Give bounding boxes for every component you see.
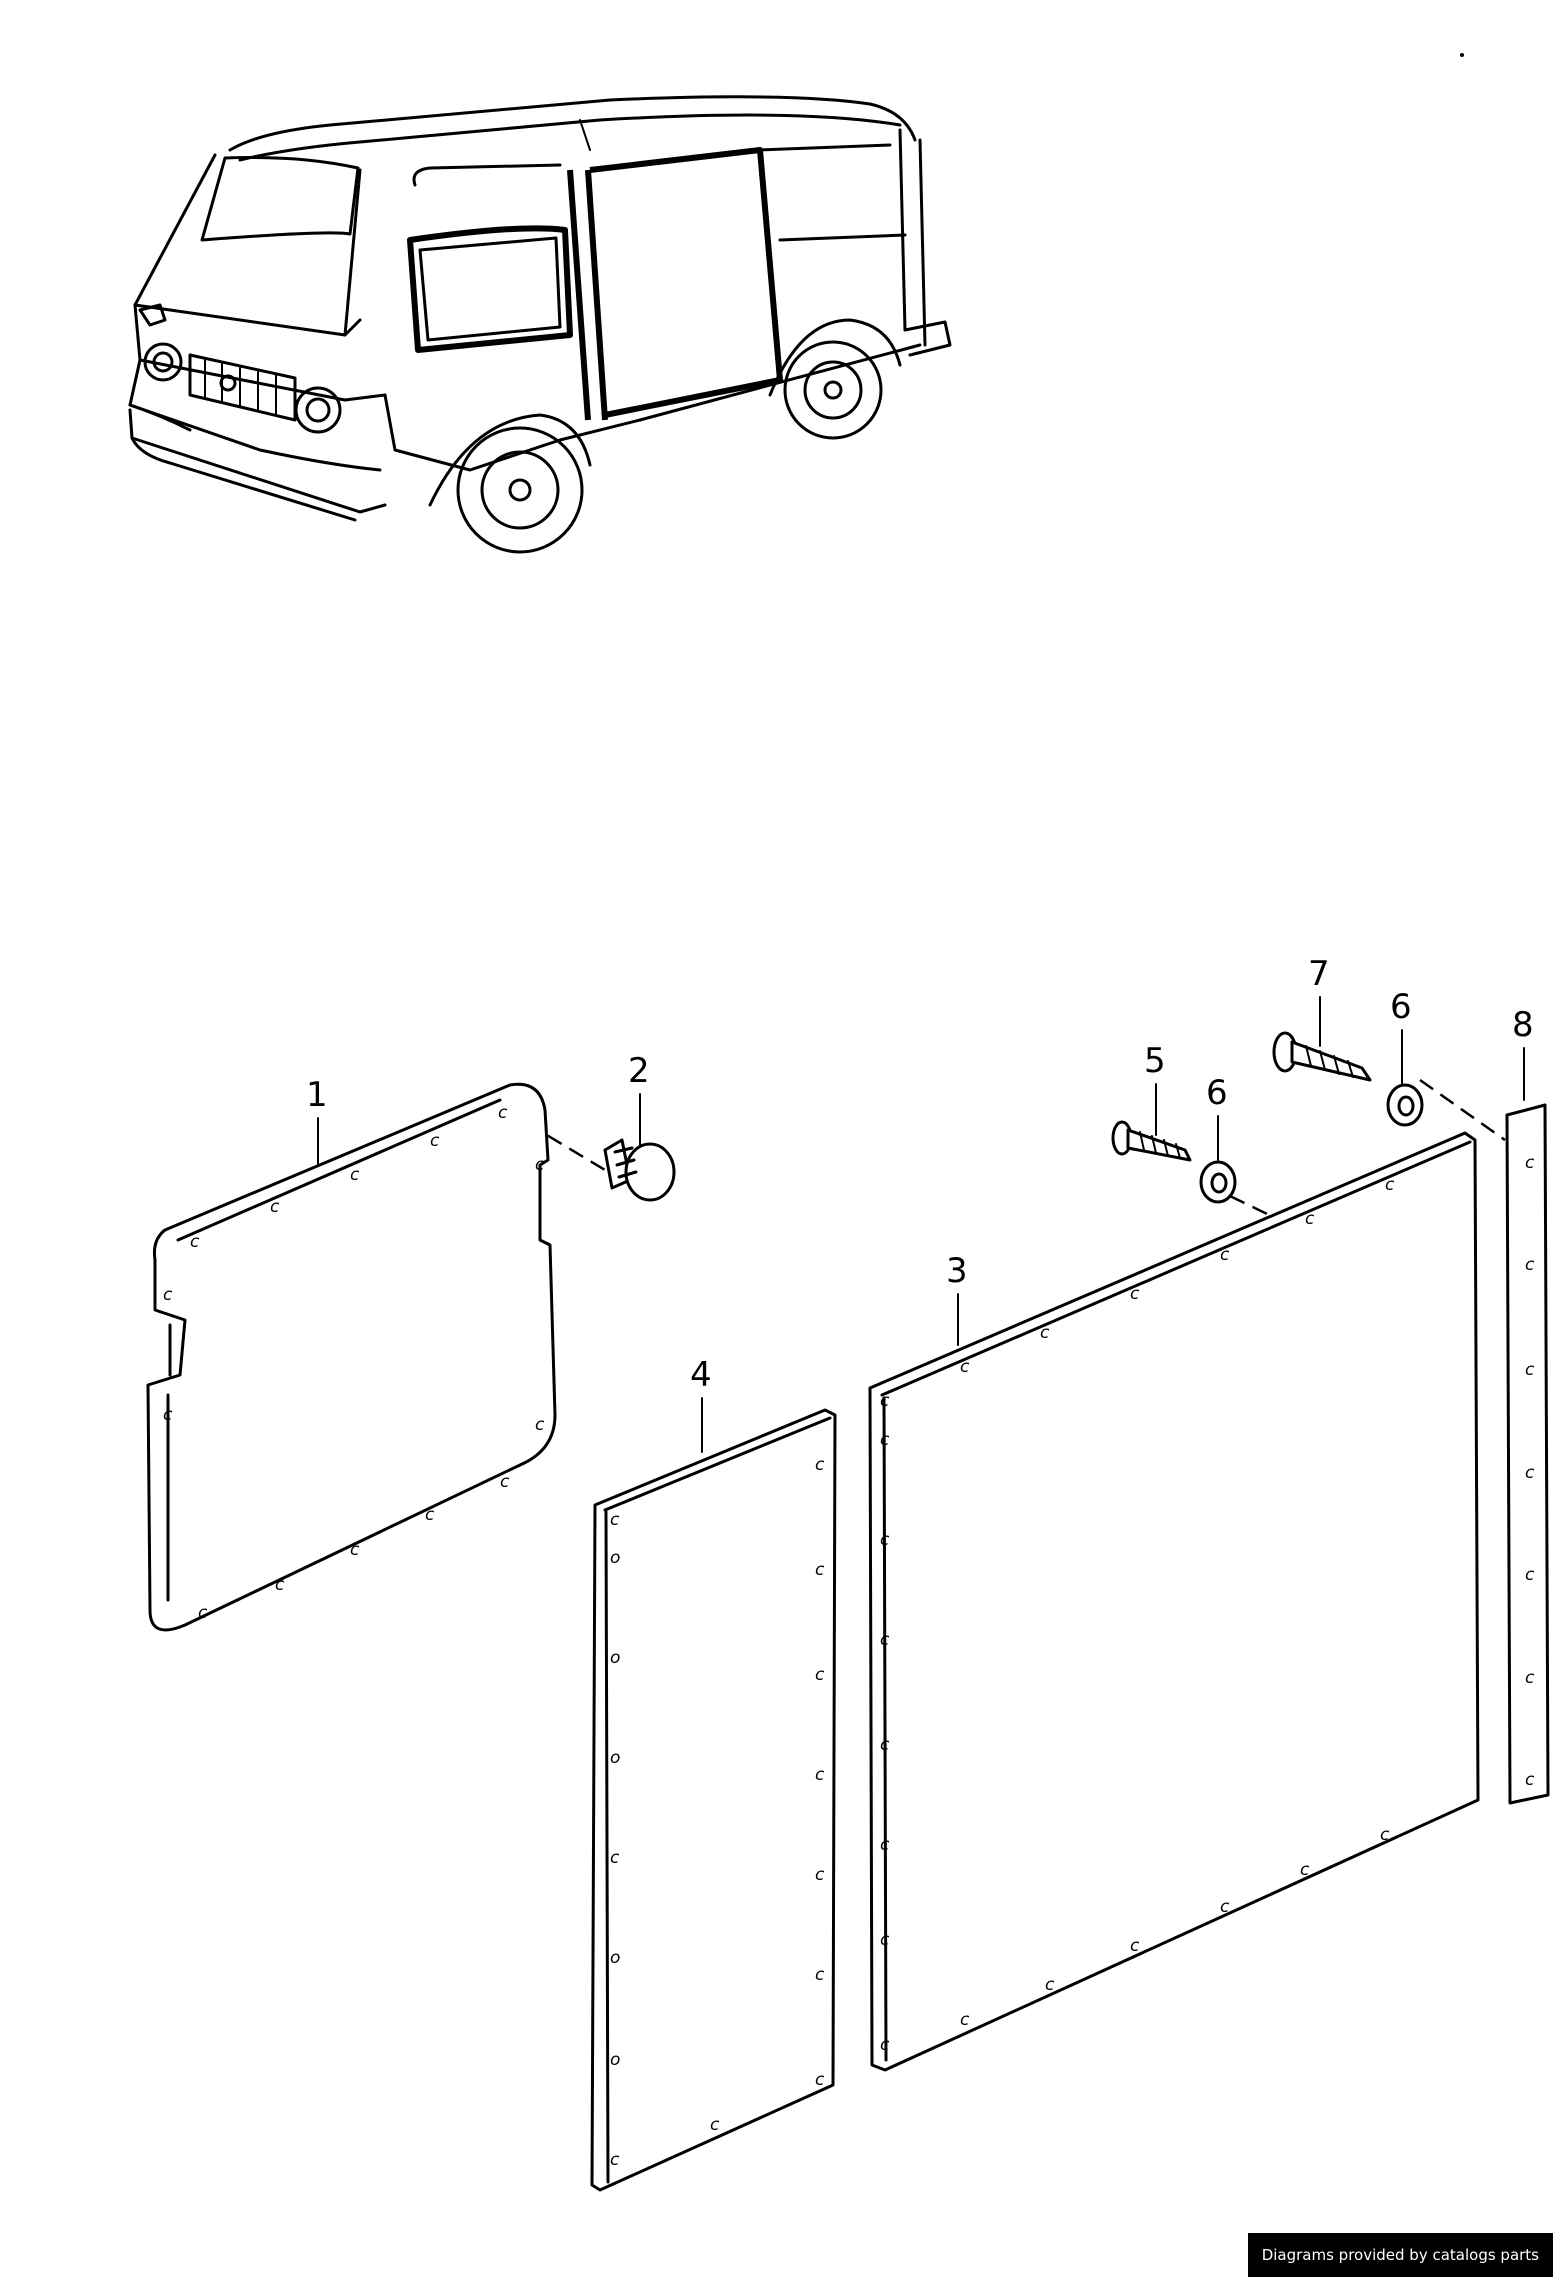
svg-text:c: c — [1525, 1770, 1535, 1790]
svg-text:c: c — [880, 1430, 890, 1450]
footer-credit: Diagrams provided by catalogs parts — [1247, 2233, 1553, 2277]
part-8-strip — [1505, 1103, 1550, 1805]
svg-text:c: c — [350, 1540, 360, 1560]
svg-text:c: c — [198, 1603, 208, 1623]
svg-text:c: c — [1525, 1255, 1535, 1275]
svg-text:c: c — [1380, 1825, 1390, 1845]
svg-text:o: o — [610, 1948, 620, 1968]
svg-text:c: c — [1525, 1463, 1535, 1483]
part-4-small-panel — [590, 1408, 837, 2192]
svg-text:c: c — [350, 1165, 360, 1185]
svg-text:c: c — [1385, 1175, 1395, 1195]
svg-text:c: c — [960, 2010, 970, 2030]
callout-4: 4 — [690, 1355, 712, 1453]
svg-text:c: c — [880, 1835, 890, 1855]
callout-6-lower: 6 — [1206, 1073, 1228, 1161]
svg-text:c: c — [1525, 1565, 1535, 1585]
svg-text:c: c — [710, 2115, 720, 2135]
callout-2: 2 — [628, 1051, 650, 1147]
svg-text:c: c — [880, 1930, 890, 1950]
part-2-clip — [603, 1138, 676, 1202]
svg-text:c: c — [610, 1510, 620, 1530]
svg-text:c: c — [815, 2070, 825, 2090]
svg-text:c: c — [1045, 1975, 1055, 1995]
svg-text:2: 2 — [628, 1051, 650, 1091]
part-1-trim-panel — [146, 1082, 557, 1632]
svg-text:c: c — [610, 1848, 620, 1868]
svg-text:o: o — [610, 1648, 620, 1668]
svg-text:c: c — [1130, 1284, 1140, 1304]
svg-text:c: c — [430, 1131, 440, 1151]
svg-text:c: c — [163, 1285, 173, 1305]
svg-text:c: c — [535, 1415, 545, 1435]
svg-text:c: c — [1220, 1897, 1230, 1917]
svg-text:c: c — [815, 1865, 825, 1885]
part-3-large-panel — [868, 1131, 1480, 2072]
speck-mark — [1460, 53, 1464, 57]
svg-text:c: c — [1525, 1360, 1535, 1380]
callout-3: 3 — [946, 1251, 968, 1346]
svg-text:c: c — [1525, 1153, 1535, 1173]
callout-6-upper: 6 — [1390, 987, 1412, 1085]
fastener-holes: c c c c c c c c c c c c c c c c c c c c c c c c c c c c c c… — [163, 1103, 1535, 2170]
callout-1: 1 — [306, 1075, 328, 1166]
svg-text:4: 4 — [690, 1355, 712, 1395]
svg-text:c: c — [1220, 1245, 1230, 1265]
svg-text:c: c — [815, 1965, 825, 1985]
svg-text:c: c — [815, 1560, 825, 1580]
svg-text:c: c — [610, 2150, 620, 2170]
svg-text:6: 6 — [1390, 987, 1412, 1027]
svg-text:3: 3 — [946, 1251, 968, 1291]
svg-text:c: c — [815, 1765, 825, 1785]
svg-text:c: c — [815, 1665, 825, 1685]
svg-text:c: c — [190, 1232, 200, 1252]
svg-text:c: c — [880, 1391, 890, 1411]
van-illustration — [128, 95, 952, 554]
svg-text:1: 1 — [306, 1075, 328, 1115]
svg-text:c: c — [535, 1155, 545, 1175]
svg-text:8: 8 — [1512, 1005, 1534, 1045]
svg-text:5: 5 — [1144, 1041, 1166, 1081]
svg-text:c: c — [880, 2035, 890, 2055]
callout-7: 7 — [1308, 954, 1330, 1047]
svg-text:c: c — [880, 1630, 890, 1650]
svg-text:c: c — [1305, 1209, 1315, 1229]
svg-text:c: c — [498, 1103, 508, 1123]
part-6-washer-upper — [1386, 1083, 1424, 1127]
svg-text:c: c — [275, 1575, 285, 1595]
svg-text:7: 7 — [1308, 954, 1330, 994]
callout-5: 5 — [1144, 1041, 1166, 1136]
svg-text:c: c — [960, 1357, 970, 1377]
svg-text:6: 6 — [1206, 1073, 1228, 1113]
part-6-washer-lower — [1199, 1160, 1237, 1204]
svg-text:c: c — [815, 1455, 825, 1475]
svg-text:c: c — [1130, 1936, 1140, 1956]
callout-8: 8 — [1512, 1005, 1534, 1101]
svg-text:c: c — [500, 1472, 510, 1492]
part-5-screw — [1111, 1120, 1192, 1162]
svg-text:c: c — [1040, 1323, 1050, 1343]
svg-text:c: c — [270, 1197, 280, 1217]
svg-text:c: c — [1525, 1668, 1535, 1688]
svg-text:c: c — [880, 1530, 890, 1550]
svg-text:o: o — [610, 2050, 620, 2070]
svg-text:o: o — [610, 1748, 620, 1768]
svg-text:c: c — [425, 1505, 435, 1525]
svg-text:c: c — [1300, 1860, 1310, 1880]
svg-text:c: c — [163, 1405, 173, 1425]
svg-text:o: o — [610, 1548, 620, 1568]
svg-text:c: c — [880, 1735, 890, 1755]
part-7-screw — [1272, 1031, 1372, 1082]
